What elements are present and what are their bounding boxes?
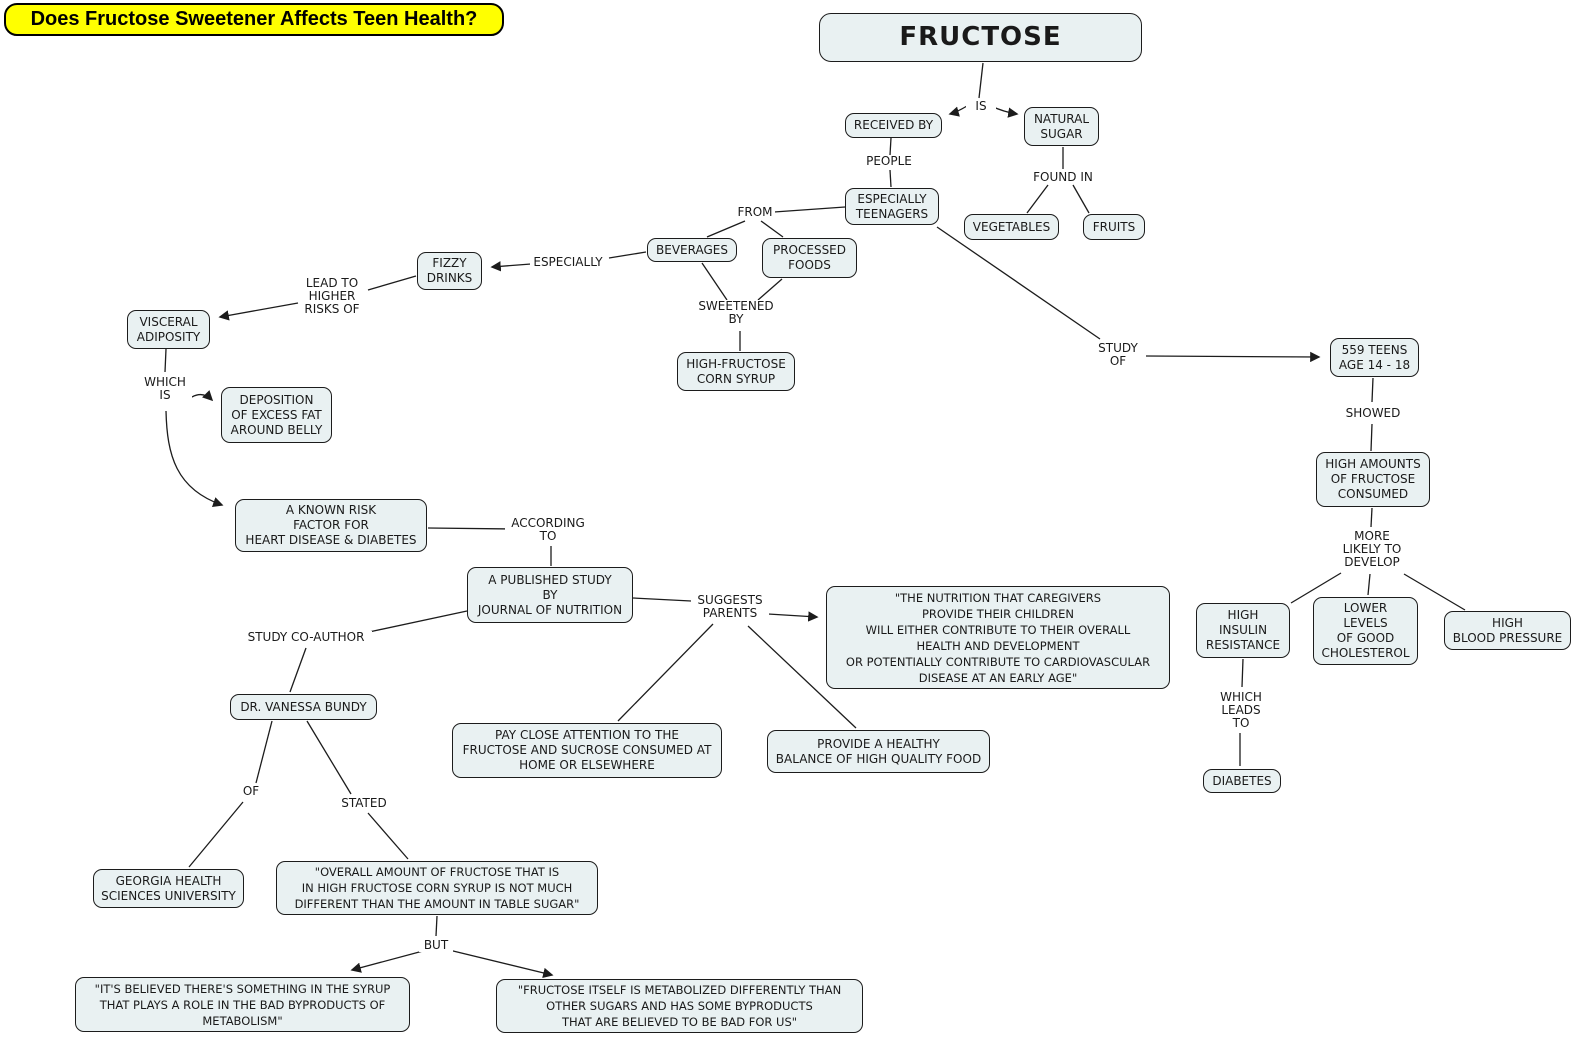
connector-line [255,720,273,784]
edge-label-but[interactable]: BUT [419,939,453,952]
connector-arrow [767,611,819,622]
edge-label-people[interactable]: PEOPLE [863,155,915,168]
node-beverages[interactable]: BEVERAGES [647,238,737,262]
edge-label-which-is[interactable]: WHICH IS [138,376,192,402]
edge-label-from[interactable]: FROM [735,206,775,219]
node-overall-amount-quote[interactable]: "OVERALL AMOUNT OF FRUCTOSE THAT IS IN H… [276,861,598,915]
connector-line [435,915,438,937]
connector-line [747,625,857,729]
edge-label-study-of[interactable]: STUDY OF [1094,342,1142,368]
connector-line [1370,507,1373,528]
connector-line [701,262,728,301]
edge-label-is[interactable]: IS [966,100,996,113]
connector-line [1403,573,1466,611]
connector-line [632,597,692,602]
connector-arrow [350,950,424,973]
node-georgia-university[interactable]: GEORGIA HEALTH SCIENCES UNIVERSITY [93,869,244,908]
edge-label-according-to[interactable]: ACCORDING TO [505,517,591,543]
edge-label-found-in[interactable]: FOUND IN [1030,171,1096,184]
node-received-by[interactable]: RECEIVED BY [845,113,942,138]
connector-arrow [165,410,224,508]
connector-arrow [191,390,214,402]
connector-line [367,812,409,860]
node-fizzy-drinks[interactable]: FIZZY DRINKS [417,252,482,290]
connector-line [1026,184,1049,214]
edge-label-sweetened-by[interactable]: SWEETENED BY [693,300,779,326]
connector-line [1072,184,1090,214]
connector-line [608,251,647,259]
node-nutrition-quote[interactable]: "THE NUTRITION THAT CAREGIVERS PROVIDE T… [826,586,1170,689]
connector-line [1371,377,1374,403]
node-dr-vanessa-bundy[interactable]: DR. VANESSA BUNDY [230,694,377,720]
node-natural-sugar[interactable]: NATURAL SUGAR [1024,107,1099,146]
edge-label-lead-to-higher-risks[interactable]: LEAD TO HIGHER RISKS OF [299,277,365,316]
connector-line [1290,572,1342,604]
connector-arrow [1145,351,1321,363]
connector-line [773,206,846,213]
connector-line [306,720,352,795]
edge-label-especially[interactable]: ESPECIALLY [530,256,606,269]
edge-label-suggests-parents[interactable]: SUGGESTS PARENTS [691,594,769,620]
connector-line [368,610,468,633]
connector-line [289,647,307,693]
connector-line [889,137,892,156]
node-syrup-byproducts-quote[interactable]: "IT'S BELIEVED THERE'S SOMETHING IN THE … [75,977,410,1032]
edge-label-of[interactable]: OF [238,785,264,798]
edge-label-more-likely-develop[interactable]: MORE LIKELY TO DEVELOP [1336,530,1408,569]
node-diabetes[interactable]: DIABETES [1203,769,1281,793]
node-deposition-belly-fat[interactable]: DEPOSITION OF EXCESS FAT AROUND BELLY [221,387,332,443]
node-559-teens[interactable]: 559 TEENS AGE 14 - 18 [1330,338,1419,377]
node-provide-healthy-balance[interactable]: PROVIDE A HEALTHY BALANCE OF HIGH QUALIT… [767,730,990,773]
connectors [164,62,1466,978]
connector-line [164,348,167,373]
node-published-study[interactable]: A PUBLISHED STUDY BY JOURNAL OF NUTRITIO… [467,567,633,623]
connector-arrow [448,949,554,978]
node-fructose-metabolized-quote[interactable]: "FRUCTOSE ITSELF IS METABOLIZED DIFFEREN… [496,979,863,1033]
node-fructose[interactable]: FRUCTOSE [819,13,1142,62]
edge-label-which-leads-to[interactable]: WHICH LEADS TO [1215,691,1267,730]
connector-line [1241,658,1244,688]
node-pay-close-attention[interactable]: PAY CLOSE ATTENTION TO THE FRUCTOSE AND … [452,723,722,778]
node-visceral-adiposity[interactable]: VISCERAL ADIPOSITY [127,310,210,349]
edge-label-stated[interactable]: STATED [337,797,391,810]
connector-line [757,278,783,301]
node-processed-foods[interactable]: PROCESSED FOODS [762,238,857,278]
connector-line [889,169,892,188]
node-especially-teenagers[interactable]: ESPECIALLY TEENAGERS [845,188,939,225]
connector-line [936,226,1101,340]
connector-line [978,62,984,99]
edge-label-showed[interactable]: SHOWED [1342,407,1404,420]
node-high-blood-pressure[interactable]: HIGH BLOOD PRESSURE [1444,611,1571,650]
edge-label-study-co-author[interactable]: STUDY CO-AUTHOR [240,631,372,644]
node-vegetables[interactable]: VEGETABLES [964,214,1059,240]
title-banner[interactable]: Does Fructose Sweetener Affects Teen Hea… [4,3,504,36]
connector-line [1370,423,1373,452]
connector-line [1367,573,1371,596]
node-known-risk-factor[interactable]: A KNOWN RISK FACTOR FOR HEART DISEASE & … [235,499,427,552]
connector-line [427,527,514,530]
connector-arrow [948,105,968,117]
node-high-amounts-fructose[interactable]: HIGH AMOUNTS OF FRUCTOSE CONSUMED [1316,452,1430,507]
connector-line [617,623,714,722]
connector-line [188,801,244,868]
node-high-fructose-corn-syrup[interactable]: HIGH-FRUCTOSE CORN SYRUP [677,352,795,391]
connector-arrow [218,302,299,321]
connector-line [367,275,417,291]
connector-line [706,220,746,238]
node-high-insulin-resistance[interactable]: HIGH INSULIN RESISTANCE [1196,603,1290,658]
connector-arrow [490,261,532,272]
node-lower-good-cholesterol[interactable]: LOWER LEVELS OF GOOD CHOLESTEROL [1313,597,1418,665]
node-fruits[interactable]: FRUITS [1083,214,1145,240]
connector-line [760,220,784,238]
